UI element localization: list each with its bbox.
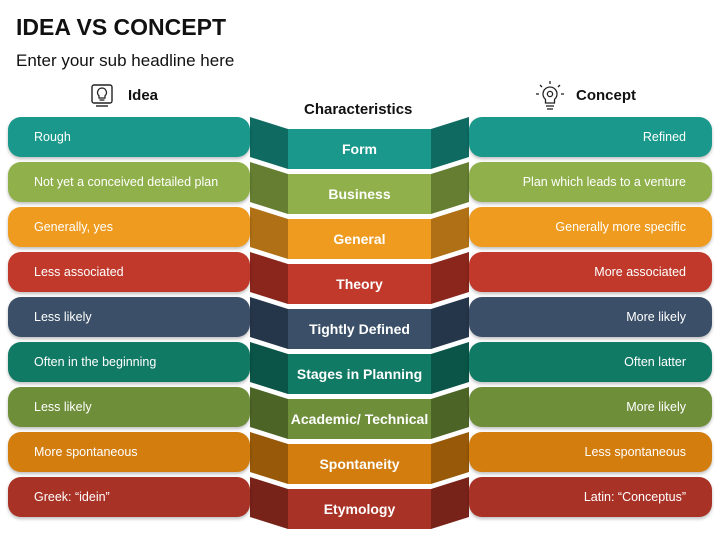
comparison-row: Less likely Tightly Defined More likely <box>0 297 720 351</box>
idea-value: Rough <box>8 117 250 157</box>
comparison-row: Not yet a conceived detailed plan Busines… <box>0 162 720 216</box>
right-fold-connector <box>431 342 469 394</box>
concept-value: Less spontaneous <box>469 432 712 472</box>
characteristic-label: General <box>288 219 431 259</box>
lightbulb-gear-icon <box>536 81 564 110</box>
lightbulb-icon <box>91 84 113 107</box>
comparison-row: Generally, yes General Generally more spec… <box>0 207 720 261</box>
comparison-row: Often in the beginning Stages in Planning… <box>0 342 720 396</box>
concept-column-header: Concept <box>576 87 636 104</box>
left-fold-connector <box>250 117 288 169</box>
concept-value: Refined <box>469 117 712 157</box>
idea-value: Often in the beginning <box>8 342 250 382</box>
left-fold-connector <box>250 162 288 214</box>
right-fold-connector <box>431 162 469 214</box>
concept-value: Often latter <box>469 342 712 382</box>
left-fold-connector <box>250 297 288 349</box>
concept-value: Plan which leads to a venture <box>469 162 712 202</box>
characteristic-label: Theory <box>288 264 431 304</box>
characteristics-column-header: Characteristics <box>304 101 413 118</box>
left-fold-connector <box>250 342 288 394</box>
comparison-row: Less associated Theory More associated <box>0 252 720 306</box>
idea-value: Greek: “idein” <box>8 477 250 517</box>
right-fold-connector <box>431 252 469 304</box>
idea-column-header: Idea <box>128 87 159 104</box>
idea-value: Less associated <box>8 252 250 292</box>
characteristic-label: Form <box>288 129 431 169</box>
concept-value: More likely <box>469 297 712 337</box>
idea-value: Less likely <box>8 297 250 337</box>
left-fold-connector <box>250 387 288 439</box>
page-subtitle: Enter your sub headline here <box>16 51 235 70</box>
right-fold-connector <box>431 207 469 259</box>
left-fold-connector <box>250 252 288 304</box>
concept-value: Latin: “Conceptus” <box>469 477 712 517</box>
characteristic-label: Spontaneity <box>288 444 431 484</box>
idea-value: Less likely <box>8 387 250 427</box>
characteristic-label: Stages in Planning <box>288 354 431 394</box>
concept-value: More likely <box>469 387 712 427</box>
characteristic-label: Etymology <box>288 489 431 529</box>
idea-value: Generally, yes <box>8 207 250 247</box>
left-fold-connector <box>250 432 288 484</box>
idea-value: More spontaneous <box>8 432 250 472</box>
right-fold-connector <box>431 432 469 484</box>
left-fold-connector <box>250 477 288 529</box>
comparison-row: More spontaneous Spontaneity Less spontane… <box>0 432 720 486</box>
right-fold-connector <box>431 117 469 169</box>
left-fold-connector <box>250 207 288 259</box>
comparison-row: Less likely Academic/ Technical More likel… <box>0 387 720 441</box>
characteristic-label: Academic/ Technical <box>288 399 431 439</box>
comparison-row: Greek: “idein” Etymology Latin: “Conceptus… <box>0 477 720 531</box>
characteristic-label: Business <box>288 174 431 214</box>
concept-value: Generally more specific <box>469 207 712 247</box>
idea-value: Not yet a conceived detailed plan <box>8 162 250 202</box>
right-fold-connector <box>431 477 469 529</box>
right-fold-connector <box>431 387 469 439</box>
comparison-row: Rough Form Refined <box>0 117 720 171</box>
characteristic-label: Tightly Defined <box>288 309 431 349</box>
page-title: IDEA VS CONCEPT <box>16 14 227 40</box>
right-fold-connector <box>431 297 469 349</box>
concept-value: More associated <box>469 252 712 292</box>
